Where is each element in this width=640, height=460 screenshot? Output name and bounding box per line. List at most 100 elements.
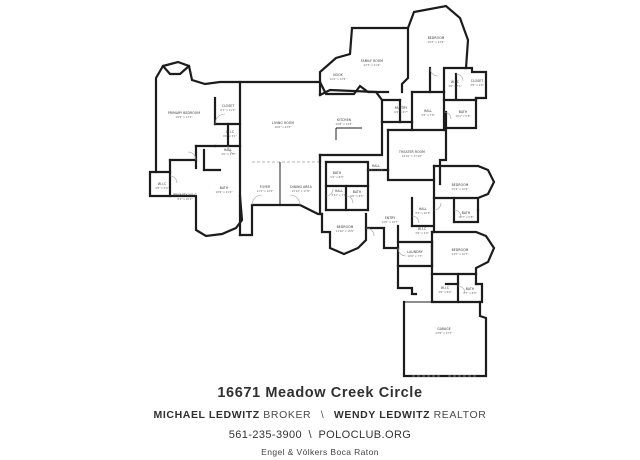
svg-text:26'6" x 23'0": 26'6" x 23'0"	[275, 125, 292, 129]
agent1-role: BROKER	[263, 409, 312, 421]
middle-walls	[318, 128, 448, 212]
svg-text:PANTRY: PANTRY	[395, 106, 407, 110]
east-walls	[430, 164, 496, 304]
room-label-bath-c: BATH 6'0" x 8'5"	[350, 190, 364, 198]
svg-text:W.I.C: W.I.C	[226, 130, 234, 134]
room-label-wic-c: W.I.C 3'9" x 2'0"	[415, 227, 429, 235]
svg-text:18'9" x 21'4": 18'9" x 21'4"	[216, 190, 233, 194]
svg-text:FAMILY ROOM: FAMILY ROOM	[361, 59, 383, 63]
svg-text:W.I.C: W.I.C	[451, 80, 459, 84]
svg-text:20'8" x 14'6": 20'8" x 14'6"	[336, 122, 353, 126]
svg-text:22'3" x 21'9": 22'3" x 21'9"	[364, 63, 381, 67]
svg-text:8'1" x 10'2": 8'1" x 10'2"	[177, 197, 192, 201]
svg-text:3'11" x 7'3": 3'11" x 7'3"	[331, 193, 346, 197]
property-address: 16671 Meadow Creek Circle	[217, 385, 423, 401]
room-labels: PRIMARY BEDROOM 19'9" x 17'4" CLOSET 6'1…	[155, 36, 484, 335]
west-wing-doors	[169, 113, 237, 184]
northeast-doors	[429, 67, 464, 120]
room-label-wic-small: W.I.C 4'8" x 5'0"	[155, 182, 169, 190]
svg-text:6'1" x 11'2": 6'1" x 11'2"	[220, 108, 235, 112]
svg-text:GARAGE: GARAGE	[437, 327, 451, 331]
room-label-theater-room: THEATER ROOM 19'10" x 17'10"	[398, 150, 425, 158]
room-label-bath-e: BATH 5'7" x 8'0"	[463, 287, 477, 295]
garage-walls	[402, 300, 488, 378]
contact-separator: \	[308, 429, 312, 441]
room-label-bedroom-d: BEDROOM 14'5" x 12'7"	[452, 248, 469, 256]
svg-text:DINING AREA: DINING AREA	[290, 185, 312, 189]
room-label-foyer: FOYER 11'1" x 12'0"	[257, 185, 274, 193]
room-label-bath-b: BATH 10'1" x 5'8"	[455, 110, 470, 118]
room-label-bedroom-c: BEDROOM 15'4" x 12'9"	[452, 183, 469, 191]
north-walls	[318, 26, 414, 157]
svg-text:4'0" x 7'1": 4'0" x 7'1"	[448, 84, 462, 88]
room-label-powder: BATH 5'2" x 8'0"	[330, 171, 344, 179]
svg-text:HALL: HALL	[224, 148, 232, 152]
room-label-bath-primary: BATH 18'9" x 21'4"	[216, 186, 233, 194]
room-label-primary-wic: PRIMARY W.I.C 8'1" x 10'2"	[173, 193, 197, 201]
room-label-wic: W.I.C 6'0" x 5'1"	[223, 130, 237, 138]
svg-text:15'10" x 17'0": 15'10" x 17'0"	[292, 189, 311, 193]
svg-text:PRIMARY W.I.C: PRIMARY W.I.C	[173, 193, 197, 197]
svg-text:CLOSET: CLOSET	[471, 79, 484, 83]
room-label-nook: NOOK 12'2" x 11'4"	[330, 73, 347, 81]
svg-text:BATH: BATH	[459, 110, 468, 114]
svg-text:14'5" x 12'7": 14'5" x 12'7"	[452, 252, 469, 256]
svg-text:NOOK: NOOK	[333, 73, 343, 77]
agent1-name: MICHAEL LEDWITZ	[153, 409, 260, 421]
agents-line: MICHAEL LEDWITZ BROKER \ WENDY LEDWITZ R…	[0, 408, 640, 422]
svg-text:11'10" x 15'0": 11'10" x 15'0"	[336, 229, 355, 233]
svg-text:3'2" x 7'8": 3'2" x 7'8"	[421, 113, 435, 117]
svg-text:LAUNDRY: LAUNDRY	[407, 250, 422, 254]
svg-text:19'10" x 17'10": 19'10" x 17'10"	[402, 154, 422, 158]
svg-text:6'0" x 8'5": 6'0" x 8'5"	[350, 194, 364, 198]
south-walls	[320, 196, 434, 296]
room-label-wic-d: W.I.C 3'9" x 6'0"	[438, 286, 452, 294]
room-label-closet-b: CLOSET 4'8" x 2'6"	[470, 79, 484, 87]
room-label-bath-d: BATH 10'7" x 5'8"	[458, 211, 473, 219]
svg-text:12'2" x 11'4": 12'2" x 11'4"	[330, 77, 347, 81]
center-walls	[238, 80, 324, 237]
room-label-bedroom-a: BEDROOM 16'2" x 14'6"	[428, 36, 445, 44]
room-label-hall-e: HALL 8'4" x 10'0"	[415, 207, 430, 215]
room-label-hall-b: HALL 3'2" x 7'8"	[421, 109, 435, 117]
east-doors	[433, 202, 466, 294]
svg-text:23'8" x 17'7": 23'8" x 17'7"	[436, 331, 453, 335]
room-label-laundry: LAUNDRY 10'6" x 7'3"	[407, 250, 422, 258]
company-name: Engel & Völkers Boca Raton	[261, 447, 379, 457]
svg-text:BEDROOM: BEDROOM	[428, 36, 445, 40]
room-label-primary-bedroom: PRIMARY BEDROOM 19'9" x 17'4"	[168, 111, 200, 119]
svg-text:11'1" x 12'0": 11'1" x 12'0"	[257, 189, 274, 193]
svg-text:HALL: HALL	[372, 164, 380, 168]
svg-text:BATH: BATH	[353, 190, 362, 194]
room-label-closet-a: CLOSET 6'1" x 11'2"	[220, 104, 235, 112]
svg-text:W.I.C: W.I.C	[418, 227, 426, 231]
svg-text:10'6" x 7'3": 10'6" x 7'3"	[407, 254, 422, 258]
svg-text:3'9" x 2'0": 3'9" x 2'0"	[415, 231, 429, 235]
room-label-bedroom-b: BEDROOM 11'10" x 15'0"	[336, 225, 355, 233]
room-label-living-room: LIVING ROOM 26'6" x 23'0"	[272, 121, 294, 129]
svg-text:4'8" x 5'0": 4'8" x 5'0"	[155, 186, 169, 190]
svg-text:BATH: BATH	[220, 186, 229, 190]
svg-text:10'7" x 5'8": 10'7" x 5'8"	[458, 215, 473, 219]
svg-text:15'4" x 12'9": 15'4" x 12'9"	[452, 187, 469, 191]
svg-text:THEATER ROOM: THEATER ROOM	[398, 150, 425, 154]
svg-text:4'8" x 2'6": 4'8" x 2'6"	[470, 83, 484, 87]
svg-text:10'1" x 5'8": 10'1" x 5'8"	[455, 114, 470, 118]
website-link[interactable]: POLOCLUB.ORG	[318, 429, 412, 441]
svg-text:CLOSET: CLOSET	[222, 104, 235, 108]
svg-text:19'9" x 17'4": 19'9" x 17'4"	[176, 115, 193, 119]
svg-text:ENTRY: ENTRY	[385, 216, 396, 220]
room-label-kitchen: KITCHEN 20'8" x 14'6"	[336, 118, 353, 126]
svg-text:8'4" x 10'0": 8'4" x 10'0"	[415, 211, 430, 215]
svg-text:4'0" x 9'5": 4'0" x 9'5"	[221, 152, 235, 156]
room-label-dining-area: DINING AREA 15'10" x 17'0"	[290, 185, 312, 193]
svg-text:BATH: BATH	[462, 211, 471, 215]
svg-text:BATH: BATH	[466, 287, 475, 291]
svg-text:BEDROOM: BEDROOM	[452, 183, 469, 187]
room-label-family-room: FAMILY ROOM 22'3" x 21'9"	[361, 59, 383, 67]
agents-separator: \	[320, 409, 325, 421]
svg-text:6'4" x 6'7": 6'4" x 6'7"	[394, 110, 408, 114]
svg-text:BEDROOM: BEDROOM	[452, 248, 469, 252]
svg-text:14'0" x 10'7": 14'0" x 10'7"	[382, 220, 399, 224]
